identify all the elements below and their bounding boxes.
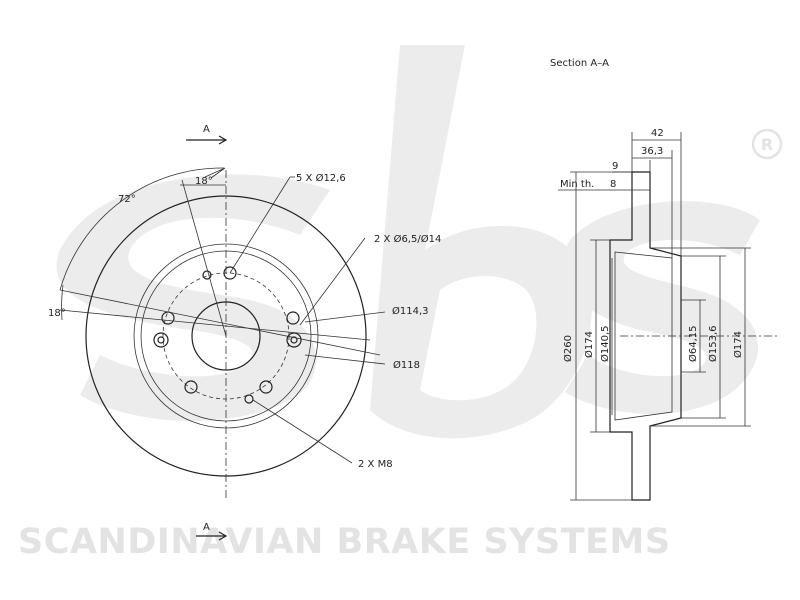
dim-140-5-label: Ø140,5 (599, 326, 611, 363)
label-threaded-holes: 2 X M8 (358, 459, 393, 470)
leader-centre-bore (304, 354, 386, 365)
dim-174-right-label: Ø174 (732, 331, 744, 358)
leader-centering-holes (299, 237, 366, 326)
label-centre-bore: Ø118 (393, 359, 420, 371)
section-marker-bottom: A (203, 522, 210, 533)
centering-hole-outer (153, 332, 169, 348)
threaded-hole (244, 394, 254, 404)
dim-153-6-label: Ø153,6 (707, 326, 719, 363)
angle-72-arc (59, 167, 225, 291)
label-pcd: Ø114,3 (392, 305, 429, 317)
section-marker-top: A (203, 124, 210, 135)
dim-64-15-label: Ø64,15 (687, 326, 699, 363)
bolt-hole (286, 311, 300, 325)
centering-hole-inner (290, 336, 298, 344)
registered-mark-circle (751, 128, 783, 160)
min-th-text: Min th. (560, 179, 594, 190)
construction-line (59, 309, 371, 341)
dim-9-label: 9 (612, 161, 618, 172)
construction-line (181, 179, 227, 337)
front-view: 72° 18° 18° A A 5 X Ø12,6 2 X Ø6,5/Ø14 Ø… (48, 124, 441, 541)
angle-18-top-label: 18° (195, 176, 213, 187)
registered-mark-text: R (761, 135, 773, 154)
dim-260-label: Ø260 (562, 335, 574, 362)
sbs-watermark-logo: SCANDINAVIAN BRAKE SYSTEMS R (18, 45, 783, 562)
dim-174-left-label: Ø174 (583, 331, 595, 358)
threaded-hole (202, 270, 212, 280)
leader-threaded-holes (252, 399, 353, 464)
label-centering-holes: 2 X Ø6,5/Ø14 (374, 233, 441, 245)
dim-36-3-label: 36,3 (641, 146, 663, 157)
construction-line (59, 289, 381, 356)
dim-42-label: 42 (651, 128, 664, 139)
angle-18-left-label: 18° (48, 308, 66, 319)
brand-watermark-text: SCANDINAVIAN BRAKE SYSTEMS (18, 522, 671, 562)
section-title: Section A–A (550, 58, 609, 69)
bolt-hole (259, 380, 273, 394)
leader-pcd (304, 311, 386, 323)
label-bolt-holes: 5 X Ø12,6 (296, 172, 346, 184)
angle-18-left-arc (61, 284, 64, 321)
min-th-value: 8 (610, 179, 616, 190)
arrow-head (204, 167, 226, 179)
section-view: Section A–A 42 36,3 9 Min th. 8 Ø260 Ø17… (550, 58, 780, 501)
leader-bolt-holes (229, 176, 291, 274)
section-arrow-top (218, 135, 228, 145)
centering-hole-inner (157, 336, 165, 344)
centering-holes (153, 332, 302, 348)
section-arrow-bottom (218, 531, 228, 541)
angle-72-label: 72° (118, 194, 136, 205)
hat-inner-profile (614, 251, 673, 421)
bolt-hole (223, 266, 237, 280)
bolt-hole (184, 380, 198, 394)
